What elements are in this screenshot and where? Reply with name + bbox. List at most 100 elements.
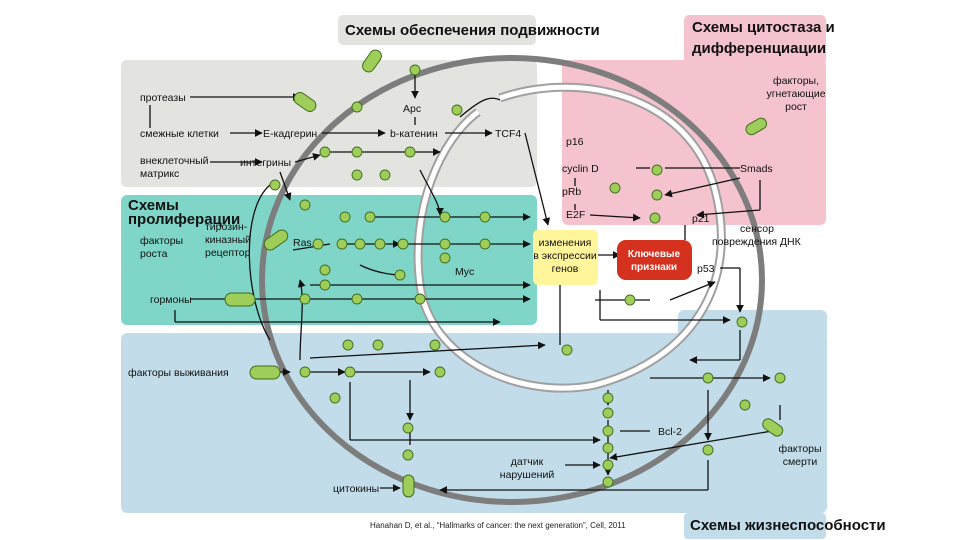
e-cadherin-receptor [293, 92, 317, 112]
node [602, 425, 614, 437]
node [651, 189, 663, 201]
death-factors-label-1: факторы [778, 443, 821, 455]
node [336, 238, 348, 250]
smads-label: Smads [740, 163, 773, 175]
cytokines-label: цитокины [333, 483, 379, 495]
damage-sensor-label-2: нарушений [500, 469, 555, 481]
tyrosine-label-3: рецептор [205, 247, 251, 259]
node [354, 238, 366, 250]
ecm-label-1: внеклеточный [140, 155, 209, 167]
node [439, 238, 451, 250]
gene-expression-box [533, 230, 598, 285]
node [402, 449, 414, 461]
node [434, 366, 446, 378]
key-features-label-2: признаки [631, 262, 677, 273]
signaling-nodes [269, 64, 786, 488]
citation: Hanahan D, et al., “Hallmarks of cancer:… [370, 521, 626, 530]
nucleus-inner-left [415, 109, 480, 286]
myc-label: Myc [455, 266, 474, 278]
cell-membrane [259, 55, 765, 505]
node [451, 104, 463, 116]
adjacent-cells-label: смежные клетки [140, 128, 219, 140]
node [702, 372, 714, 384]
node [736, 316, 748, 328]
node [299, 199, 311, 211]
p53-label: p53 [697, 263, 715, 275]
tyrosine-label-2: киназный [205, 234, 251, 246]
growth-factors-label-2: роста [140, 248, 168, 260]
death-factors-label-2: смерти [783, 456, 818, 468]
node [414, 293, 426, 305]
dna-sensor-label-2: повреждения ДНК [712, 236, 802, 248]
node [351, 169, 363, 181]
proliferation-title-2: пролиферации [128, 211, 240, 228]
node [649, 212, 661, 224]
survival-receptor [249, 365, 281, 380]
proliferation-title-1: Схемы [128, 197, 179, 214]
e2f-label: E2F [566, 209, 585, 221]
node [404, 146, 416, 158]
tcf4-label: TCF4 [495, 128, 521, 140]
cytostasis-title-1: Схемы цитостаза и [692, 19, 835, 36]
p16-label: p16 [566, 136, 584, 148]
node [379, 169, 391, 181]
node [702, 444, 714, 456]
e-cadherin-label: E-кадгерин [263, 128, 317, 140]
node [339, 211, 351, 223]
ras-label: Ras [293, 237, 312, 249]
node [409, 64, 421, 76]
key-features-label-1: Ключевые [628, 249, 681, 260]
proteases-label: протеазы [140, 92, 186, 104]
node [329, 392, 341, 404]
proliferation-region [121, 195, 537, 325]
integrins-label: интегрины [240, 157, 291, 169]
receptors [224, 49, 784, 498]
inhib-factors-label-2: угнетающие [766, 88, 825, 100]
node [439, 211, 451, 223]
node [602, 476, 614, 488]
node [319, 264, 331, 276]
damage-sensor-label-1: датчик [511, 456, 544, 468]
gene-expression-label-1: изменения [539, 237, 592, 249]
cyclin-d-label: cyclin D [562, 163, 599, 175]
node [402, 422, 414, 434]
motility-receptor-top [362, 49, 382, 73]
node [602, 392, 614, 404]
node [269, 179, 281, 191]
node [319, 279, 331, 291]
node [651, 164, 663, 176]
node [479, 211, 491, 223]
node [394, 269, 406, 281]
node [609, 182, 621, 194]
inhib-factors-receptor [745, 117, 768, 136]
node [479, 238, 491, 250]
nucleus-inner [417, 84, 724, 391]
ecm-label-2: матрикс [140, 168, 179, 180]
hormone-receptor [224, 292, 256, 307]
node [351, 101, 363, 113]
node [624, 294, 636, 306]
key-features-box [617, 240, 692, 280]
node [561, 344, 573, 356]
node [312, 238, 324, 250]
node [602, 459, 614, 471]
tyrosine-kinase-receptor [263, 229, 289, 251]
inhib-factors-label-3: рост [785, 101, 807, 113]
bcl2-label: Bcl-2 [658, 426, 682, 438]
node [602, 407, 614, 419]
inhib-factors-label-1: факторы, [773, 75, 819, 87]
gene-expression-label-3: генов [552, 263, 579, 275]
motility-title-box [338, 15, 536, 45]
node [351, 293, 363, 305]
viability-title-box [684, 513, 826, 539]
node [439, 252, 451, 264]
node [372, 339, 384, 351]
node [602, 442, 614, 454]
node [319, 146, 331, 158]
p21-label: p21 [692, 213, 710, 225]
motility-title: Схемы обеспечения подвижности [345, 22, 600, 39]
motility-region [121, 60, 537, 187]
node [344, 366, 356, 378]
death-factors-receptor [762, 418, 784, 437]
